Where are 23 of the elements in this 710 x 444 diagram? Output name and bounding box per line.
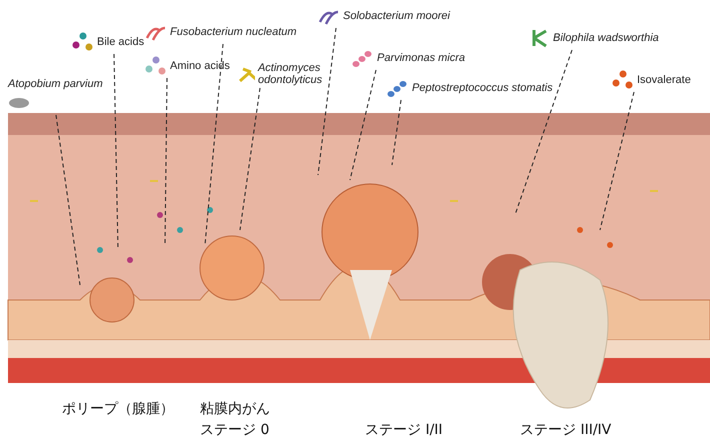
leader-line (318, 28, 336, 176)
species-name: Actinomyces odontolyticus (258, 62, 324, 86)
species-name: Solobacterium moorei (343, 10, 450, 22)
stage-label: ステージ 0 (200, 421, 270, 439)
leader-line (204, 44, 224, 246)
stage-label: ステージ I/II (365, 421, 443, 439)
leader-line (350, 70, 376, 180)
stage-label: ステージ III/IV (520, 421, 612, 439)
leader-line (56, 114, 80, 286)
species-name: Parvimonas micra (377, 52, 466, 64)
species-name: Fusobacterium nucleatum (170, 26, 297, 38)
stage-label: ポリープ（腺腫） (62, 400, 174, 418)
leader-line (600, 92, 634, 230)
substance-label: Amino acids (170, 60, 230, 72)
substance-label: Isovalerate (637, 74, 691, 86)
species-name: Atopobium parvium (8, 78, 103, 90)
stage-label: 粘膜内がん (200, 400, 270, 418)
leader-line (164, 78, 168, 246)
leader-line (514, 50, 572, 216)
leader-line (240, 88, 260, 230)
species-name: Bilophila wadsworthia (553, 32, 659, 44)
substance-label: Bile acids (97, 36, 144, 48)
species-name: Peptostreptococcus stomatis (412, 82, 553, 94)
